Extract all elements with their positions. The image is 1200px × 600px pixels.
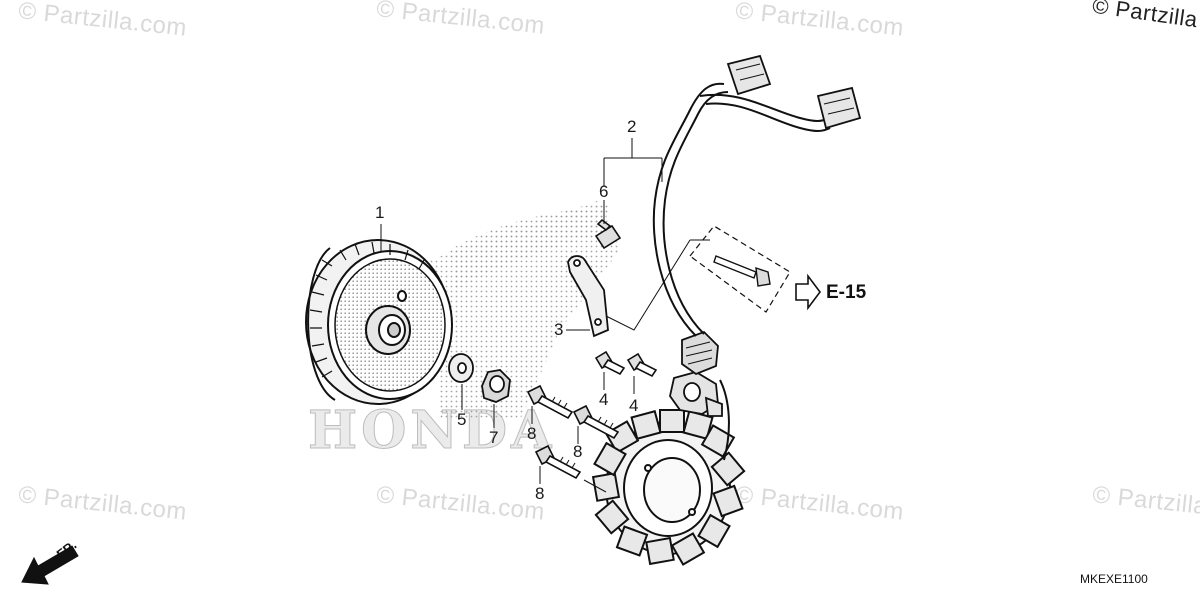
callout-number: 5 xyxy=(457,410,467,429)
pulse-generator xyxy=(669,371,723,417)
bolt xyxy=(572,404,620,440)
diagram-code: MKEXE1100 xyxy=(1080,572,1148,586)
front-arrow-icon xyxy=(21,545,79,585)
bolt xyxy=(626,352,658,378)
leader-line xyxy=(605,239,691,331)
screw xyxy=(594,218,622,250)
bolt xyxy=(534,444,582,480)
callout-number: 4 xyxy=(629,396,639,415)
coupler xyxy=(816,86,862,130)
leader-bracket xyxy=(603,138,663,186)
wire-clamp xyxy=(567,255,609,338)
callout-number: 4 xyxy=(599,390,609,409)
callout-number: 6 xyxy=(599,182,609,201)
arrow-right-icon xyxy=(795,273,821,311)
stator xyxy=(591,409,746,566)
wire-grommet xyxy=(681,330,719,376)
leader-line xyxy=(583,479,607,493)
callout-number: 7 xyxy=(489,428,499,447)
wire-harness xyxy=(652,82,831,461)
callout-number: 3 xyxy=(554,320,564,339)
callout-number: 2 xyxy=(627,117,637,136)
callout-number: 1 xyxy=(375,203,385,222)
nut xyxy=(481,369,511,403)
ghost-wing-shape xyxy=(450,205,610,290)
bolt xyxy=(594,350,626,376)
reference-bolt xyxy=(713,255,771,287)
coupler xyxy=(726,54,772,96)
callout-number: 8 xyxy=(535,484,545,503)
reference-label: E-15 xyxy=(826,282,867,303)
flywheel xyxy=(305,239,453,405)
callout-number: 8 xyxy=(573,442,583,461)
washer xyxy=(448,353,474,383)
reference-box xyxy=(689,225,791,313)
bolt xyxy=(526,384,574,420)
callout-number: 8 xyxy=(527,424,537,443)
